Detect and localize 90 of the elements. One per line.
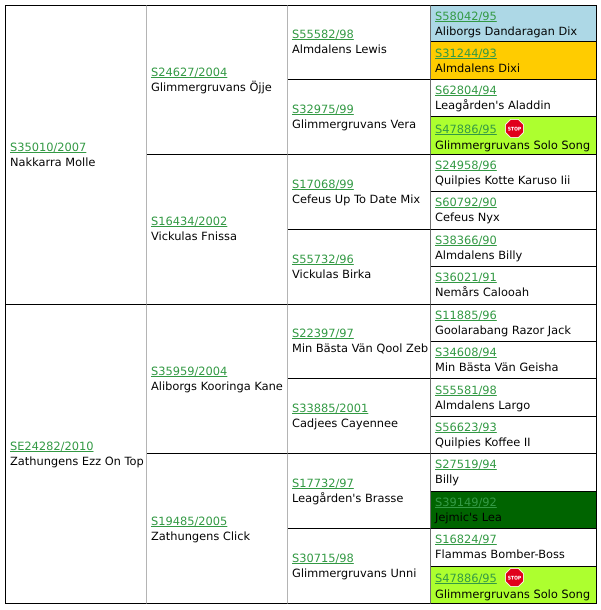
registration-link: S27519/94 [435,457,497,472]
dog-name: Glimmergruvans Vera [292,116,416,131]
registration-link: S47886/95 [435,570,497,585]
registration-link: S56623/93 [435,420,497,434]
registration-link: S16824/97 [435,532,497,546]
registration-link: S31244/93 [435,46,497,60]
registration-link: S36021/91 [435,270,497,284]
pedigree-cell [288,154,431,230]
dog-name: Almdalens Billy [435,248,522,262]
dog-name: Quilpies Koffee II [435,435,531,450]
dog-name: Min Bästa Vän Qool Zeb [292,341,428,356]
registration-link: S39149/92 [435,494,497,509]
dog-name: Cadjees Cayennee [292,416,398,430]
pedigree-cell [288,5,431,80]
dog-name: Quilpies Kotte Karuso Iii [435,172,570,187]
registration-link: S24958/96 [435,158,497,172]
dog-name: Leagården's Brasse [292,491,404,506]
dog-name: Almdalens Dixi [435,60,520,75]
pedigree-cell [431,42,597,80]
pedigree-cell [431,342,597,380]
pedigree-cell [288,379,431,454]
pedigree-cell [288,454,431,530]
dog-name: Nemårs Calooah [435,285,530,300]
dog-name: Cefeus Nyx [435,210,500,224]
pedigree-cell [5,304,147,604]
pedigree-cell [147,454,288,604]
dog-name: Almdalens Largo [435,398,530,412]
registration-link: S35959/2004 [151,364,228,378]
registration-link: S32975/99 [292,102,354,116]
pedigree-cell [147,154,288,304]
pedigree-cell [431,304,597,342]
pedigree-cell [431,566,597,604]
registration-link: S62804/94 [435,83,497,98]
pedigree-cell [431,492,597,530]
registration-link: S22397/97 [292,326,354,340]
dog-name: Glimmergruvans Solo Song [435,586,590,601]
registration-link: S55582/98 [292,27,354,42]
dog-name: Aliborgs Dandaragan Dix [435,24,578,38]
pedigree-cell [431,454,597,492]
pedigree-cell [431,267,597,304]
pedigree-cell [288,304,431,380]
pedigree-cell [5,5,147,304]
pedigree-cell [288,80,431,155]
dog-name: Billy [435,472,460,486]
registration-link: S34608/94 [435,345,497,360]
dog-name: Aliborgs Kooringa Kane [151,378,283,393]
pedigree-cell [431,80,597,118]
registration-link: S24627/2004 [151,64,228,79]
registration-link: S58042/95 [435,8,497,23]
pedigree-cell [431,154,597,192]
registration-link: S30715/98 [292,551,354,566]
pedigree-cell [431,192,597,230]
dog-name: Glimmergruvans Solo Song [435,138,590,152]
registration-link: S38366/90 [435,232,497,247]
registration-link: S47886/95 [435,122,497,136]
registration-link: S17732/97 [292,476,354,490]
registration-link: S60792/90 [435,195,497,210]
dog-name: Zathungens Click [151,528,250,543]
registration-link: SE24282/2010 [10,438,94,453]
pedigree-cell [147,304,288,454]
dog-name: Goolarabang Razor Jack [435,322,571,337]
dog-name: Glimmergruvans Unni [292,566,416,580]
registration-link: S19485/2005 [151,514,228,528]
registration-link: S33885/2001 [292,401,368,416]
pedigree-cell [288,230,431,304]
pedigree-cell [431,529,597,567]
dog-name: Zathungens Ezz On Top [10,454,144,468]
dog-name: Vickulas Birka [292,266,372,281]
registration-link: S11885/96 [435,308,497,322]
dog-name: Leagården's Aladdin [435,98,551,112]
dog-name: Nakkarra Molle [10,154,96,169]
pedigree-cell [431,117,597,155]
pedigree-cell [431,230,597,268]
dog-name: Vickulas Fnissa [151,229,237,244]
dog-name: Min Bästa Vän Geisha [435,360,558,374]
registration-link: S17068/99 [292,176,354,191]
pedigree-cell [147,5,288,155]
registration-link: S16434/2002 [151,214,228,228]
pedigree-cell [431,416,597,454]
dog-name: Flammas Bomber-Boss [435,547,565,562]
registration-link: S55581/98 [435,382,497,397]
dog-name: Cefeus Up To Date Mix [292,192,420,206]
dog-name: Glimmergruvans Öjje [151,80,272,94]
dog-name: Jejmic's Lea [435,510,502,524]
registration-link: S35010/2007 [10,140,86,154]
registration-link: S55732/96 [292,252,354,266]
pedigree-cell [288,529,431,604]
dog-name: Almdalens Lewis [292,42,387,56]
pedigree-cell [431,5,597,42]
pedigree-cell [431,379,597,417]
